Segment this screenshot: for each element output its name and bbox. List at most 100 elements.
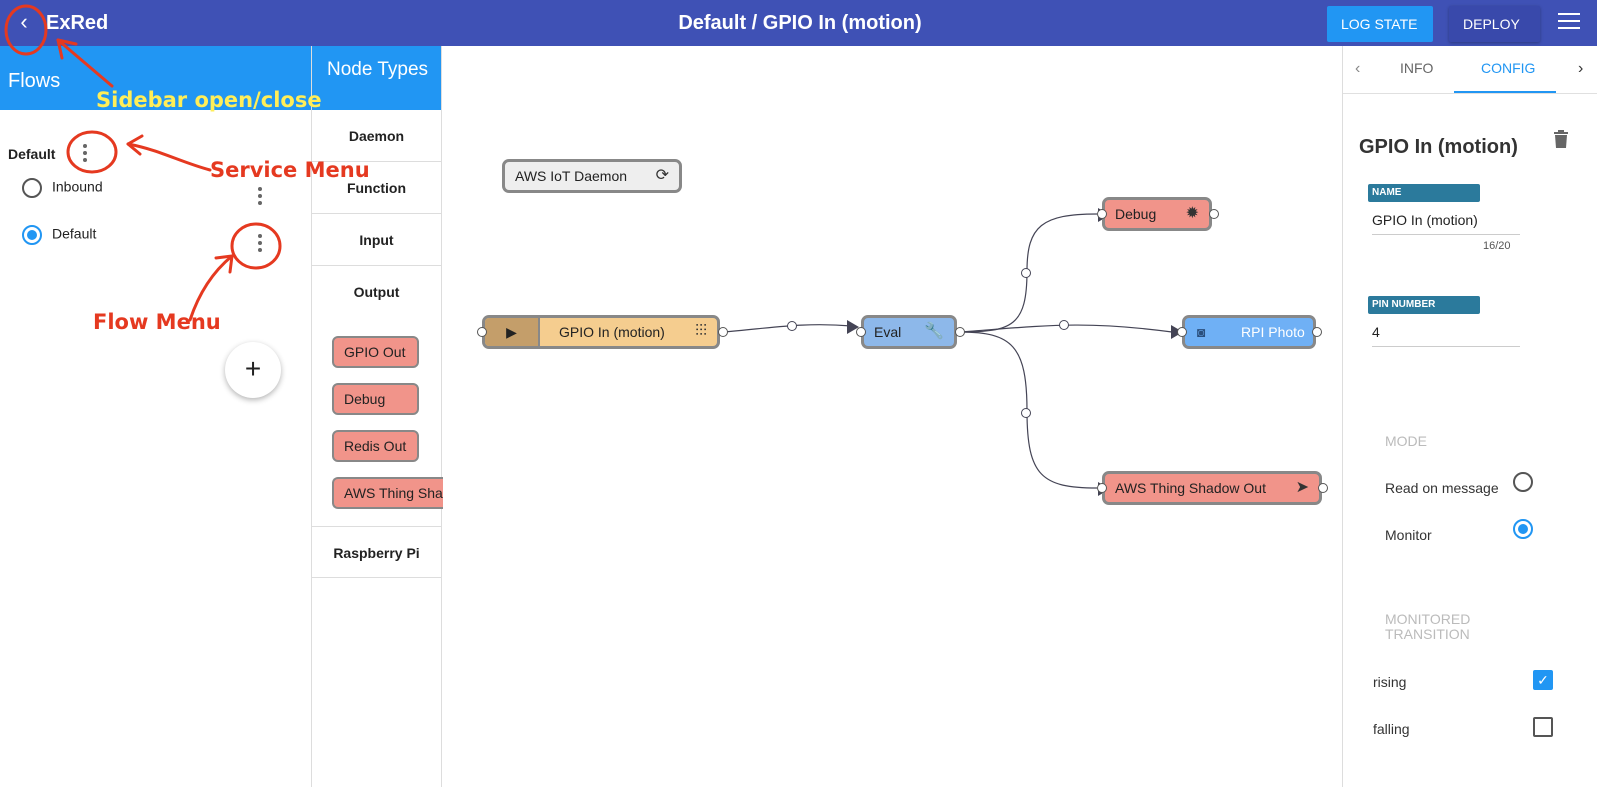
mode-option-label: Read on message: [1385, 480, 1499, 496]
node-label: GPIO In (motion): [559, 324, 665, 340]
tab-config[interactable]: CONFIG: [1481, 60, 1536, 76]
palette-node-aws-thing-shadow-out[interactable]: AWS Thing Shadow Out: [332, 477, 443, 509]
output-port[interactable]: [1318, 483, 1328, 493]
mode-label: MODE: [1385, 433, 1427, 449]
node-eval[interactable]: Eval 🔧: [861, 315, 957, 349]
pin-number-label: PIN NUMBER: [1368, 296, 1480, 314]
trash-icon[interactable]: [1553, 130, 1569, 148]
monitored-transition-label: MONITORED TRANSITION: [1385, 611, 1471, 642]
panel-tabs: ‹ INFO CONFIG ›: [1343, 46, 1597, 94]
flow-radio[interactable]: [22, 178, 42, 198]
play-icon[interactable]: ▶: [485, 318, 540, 346]
annotation-service-menu: Service Menu: [210, 158, 370, 182]
name-label: NAME: [1368, 184, 1480, 202]
service-title: Default: [8, 146, 56, 162]
mode-radio-monitor[interactable]: [1513, 519, 1533, 539]
annotation-circle: [66, 130, 118, 174]
node-types-heading: Node Types: [312, 46, 441, 110]
node-label: AWS Thing Shadow Out: [1115, 480, 1266, 496]
mode-option-label: Monitor: [1385, 527, 1432, 543]
input-port[interactable]: [477, 327, 487, 337]
flow-item-label: Inbound: [52, 178, 103, 195]
wire-midpoint: [787, 321, 797, 331]
category-output[interactable]: Output: [353, 284, 400, 300]
wire-midpoint: [1021, 268, 1031, 278]
chevron-left-icon[interactable]: ‹: [1355, 60, 1361, 77]
chevron-right-icon[interactable]: ›: [1578, 60, 1584, 77]
node-label: Eval: [874, 324, 902, 340]
category-raspberry-pi[interactable]: Raspberry Pi: [312, 526, 441, 578]
annotation-circle: [230, 222, 282, 270]
palette-node-redis-out[interactable]: Redis Out: [332, 430, 419, 462]
annotation-arrow: [126, 142, 212, 172]
name-char-counter: 16/20: [1483, 240, 1511, 252]
refresh-icon: ⟳: [655, 167, 669, 184]
transition-label: falling: [1373, 721, 1410, 737]
output-port[interactable]: [1312, 327, 1322, 337]
flows-sidebar: Flows Default Inbound Default +: [0, 46, 312, 787]
deploy-button[interactable]: DEPLOY: [1449, 6, 1540, 42]
tab-info[interactable]: INFO: [1400, 60, 1434, 76]
transition-label: rising: [1373, 674, 1407, 690]
name-input[interactable]: GPIO In (motion): [1372, 212, 1520, 235]
flow-menu-icon[interactable]: [255, 186, 265, 206]
annotation-sidebar: Sidebar open/close: [96, 88, 322, 112]
flow-radio[interactable]: [22, 225, 42, 245]
output-port[interactable]: [955, 327, 965, 337]
input-port[interactable]: [1097, 209, 1107, 219]
bug-icon: ✹: [1185, 205, 1199, 222]
active-tab-indicator: [1454, 91, 1556, 93]
add-flow-button[interactable]: +: [225, 342, 281, 398]
category-function[interactable]: Function: [312, 162, 441, 214]
annotation-circle: [4, 4, 48, 56]
wire-midpoint: [1021, 408, 1031, 418]
annotation-arrow: [188, 254, 234, 322]
flow-item-label: Default: [52, 225, 97, 242]
annotation-flow-menu: Flow Menu: [93, 310, 221, 334]
wire-midpoint: [1059, 320, 1069, 330]
camera-icon: ◙: [1197, 324, 1206, 340]
rising-checkbox[interactable]: ✓: [1533, 670, 1553, 690]
input-port[interactable]: [1177, 327, 1187, 337]
input-port[interactable]: [1097, 483, 1107, 493]
node-label: AWS IoT Daemon: [515, 168, 628, 184]
node-rpi-photo[interactable]: ◙ RPI Photo: [1182, 315, 1316, 349]
output-port[interactable]: [718, 327, 728, 337]
node-types-palette: Node Types Daemon Function Input Output …: [312, 46, 443, 787]
mode-radio-read-on-message[interactable]: [1513, 472, 1533, 492]
node-config-title: GPIO In (motion): [1359, 136, 1518, 158]
annotation-arrow: [56, 38, 114, 88]
output-port[interactable]: [1209, 209, 1219, 219]
flow-item-inbound[interactable]: Inbound: [22, 178, 103, 202]
sidebar-heading: Flows: [0, 46, 311, 110]
input-port[interactable]: [856, 327, 866, 337]
palette-node-debug[interactable]: Debug: [332, 383, 419, 415]
wrench-icon: 🔧: [924, 323, 944, 340]
node-label: Debug: [1115, 206, 1157, 222]
log-state-button[interactable]: LOG STATE: [1327, 6, 1433, 42]
top-app-bar: ‹ ExRed Default / GPIO In (motion) LOG S…: [0, 0, 1597, 46]
wire-arrow: [847, 320, 859, 334]
node-aws-iot-daemon[interactable]: AWS IoT Daemon ⟳: [502, 159, 682, 193]
node-gpio-in[interactable]: ▶ GPIO In (motion) ⫶⫶⫶: [482, 315, 720, 349]
flow-canvas[interactable]: AWS IoT Daemon ⟳ ▶ GPIO In (motion) ⫶⫶⫶ …: [442, 46, 1342, 787]
category-input[interactable]: Input: [312, 214, 441, 266]
service-menu-icon[interactable]: [80, 143, 90, 163]
category-daemon[interactable]: Daemon: [312, 110, 441, 162]
sliders-icon: ⫶⫶⫶: [694, 323, 707, 340]
app-title: ExRed: [46, 12, 109, 34]
falling-checkbox[interactable]: [1533, 717, 1553, 737]
chevron-left-icon[interactable]: ‹: [20, 9, 28, 34]
page-title: Default / GPIO In (motion): [678, 12, 922, 34]
pin-number-input[interactable]: 4: [1372, 324, 1520, 347]
flow-item-default[interactable]: Default: [22, 225, 96, 249]
flow-menu-icon[interactable]: [255, 233, 265, 253]
send-icon: ➤: [1295, 479, 1309, 496]
node-label: RPI Photo: [1241, 324, 1305, 340]
config-panel: ‹ INFO CONFIG › GPIO In (motion) NAME GP…: [1342, 46, 1597, 787]
palette-node-gpio-out[interactable]: GPIO Out: [332, 336, 419, 368]
plus-icon: +: [244, 353, 262, 384]
hamburger-menu-icon[interactable]: [1558, 13, 1580, 31]
node-aws-thing-shadow-out[interactable]: AWS Thing Shadow Out ➤: [1102, 471, 1322, 505]
